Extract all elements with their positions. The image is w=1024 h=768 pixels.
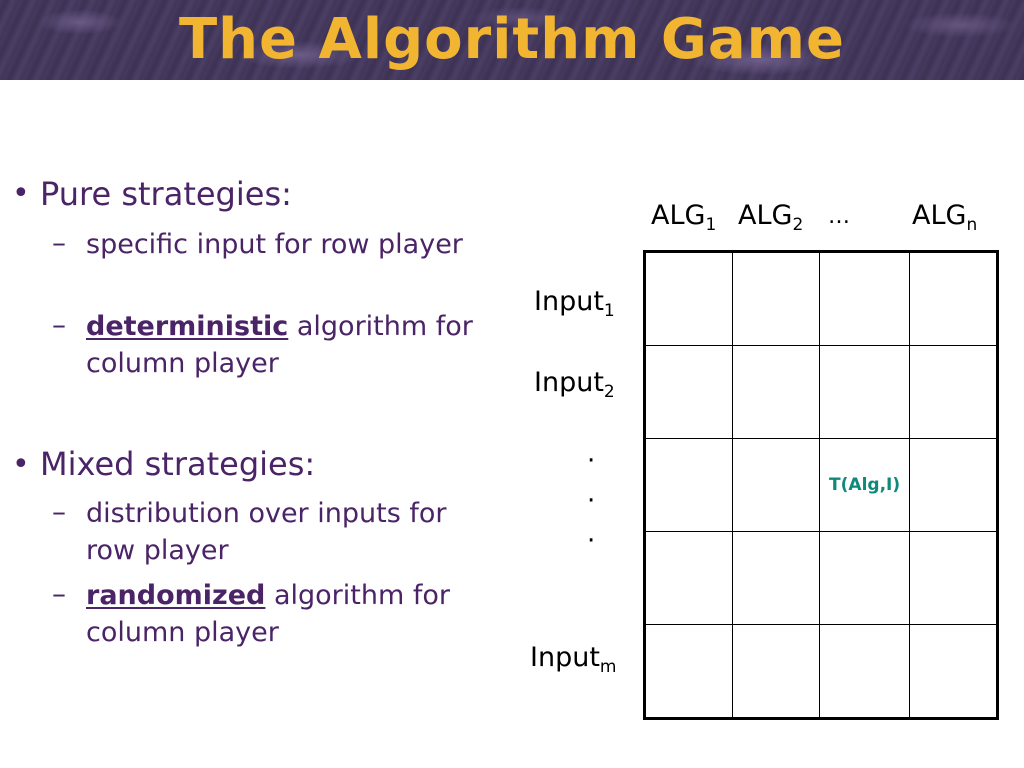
row-header-inputm: Inputm bbox=[530, 642, 616, 676]
matrix-cell bbox=[732, 251, 821, 346]
matrix-cell bbox=[819, 345, 910, 439]
row-header-sub: 1 bbox=[603, 301, 615, 321]
vertical-dot: · bbox=[587, 486, 596, 516]
table-row: T(Alg,I) bbox=[643, 438, 999, 532]
pure-strategies-heading: Pure strategies: bbox=[40, 175, 292, 213]
column-header-base: ALG bbox=[912, 200, 967, 231]
vertical-dot: · bbox=[587, 446, 596, 476]
table-row bbox=[643, 345, 999, 439]
column-header-alg1: ALG1 bbox=[651, 200, 716, 234]
matrix-cell bbox=[732, 438, 821, 532]
column-header-ellipsis: … bbox=[828, 204, 850, 229]
matrix-cell bbox=[732, 624, 821, 719]
column-header-alg2: ALG2 bbox=[738, 200, 803, 234]
item-bold: deterministic bbox=[86, 311, 289, 342]
column-header-sub: 1 bbox=[705, 215, 717, 235]
column-header-algn: ALGn bbox=[912, 200, 977, 234]
row-header-sub: 2 bbox=[603, 382, 615, 402]
dash-icon: – bbox=[52, 226, 66, 259]
matrix-cell bbox=[732, 345, 821, 439]
matrix-table: T(Alg,I) bbox=[643, 250, 999, 720]
table-row bbox=[643, 531, 999, 625]
row-header-base: Input bbox=[530, 642, 600, 673]
vertical-dot: · bbox=[587, 526, 596, 556]
matrix-cell bbox=[643, 438, 734, 532]
item-text: specific input for row player bbox=[86, 229, 463, 260]
bullet-icon: • bbox=[12, 447, 30, 482]
matrix-cell bbox=[643, 531, 734, 625]
column-header-sub: n bbox=[966, 215, 978, 235]
pure-column-item: deterministic algorithm for column playe… bbox=[86, 308, 476, 382]
matrix-cell bbox=[908, 438, 999, 532]
title-bar: The Algorithm Game bbox=[0, 0, 1024, 80]
table-row bbox=[643, 624, 999, 719]
matrix-cell bbox=[908, 251, 999, 346]
column-header-base: ALG bbox=[738, 200, 793, 231]
row-header-sub: m bbox=[599, 657, 617, 677]
table-row bbox=[643, 251, 999, 346]
mixed-strategies-heading: Mixed strategies: bbox=[40, 445, 316, 483]
dash-icon: – bbox=[52, 308, 66, 341]
slide-title: The Algorithm Game bbox=[178, 7, 846, 72]
column-header-base: ALG bbox=[651, 200, 706, 231]
matrix-cell bbox=[819, 251, 910, 346]
row-header-input1: Input1 bbox=[534, 286, 615, 320]
item-bold: randomized bbox=[86, 580, 266, 611]
payoff-matrix: T(Alg,I) bbox=[643, 250, 999, 720]
item-text: algorithm for column player bbox=[86, 580, 450, 648]
matrix-cell bbox=[908, 624, 999, 719]
cost-label: T(Alg,I) bbox=[829, 475, 901, 495]
matrix-cell bbox=[819, 624, 910, 719]
matrix-cell bbox=[908, 531, 999, 625]
pure-row-item: specific input for row player bbox=[86, 226, 476, 263]
row-header-base: Input bbox=[534, 286, 604, 317]
matrix-cell bbox=[908, 345, 999, 439]
row-header-input2: Input2 bbox=[534, 367, 615, 401]
matrix-cell bbox=[643, 624, 734, 719]
dash-icon: – bbox=[52, 495, 66, 528]
dash-icon: – bbox=[52, 577, 66, 610]
bullet-icon: • bbox=[12, 176, 30, 211]
matrix-cell bbox=[732, 531, 821, 625]
item-text: algorithm for column player bbox=[86, 311, 473, 379]
matrix-cell bbox=[819, 531, 910, 625]
mixed-column-item: randomized algorithm for column player bbox=[86, 577, 476, 651]
matrix-cell-cost: T(Alg,I) bbox=[819, 438, 910, 532]
matrix-cell bbox=[643, 251, 734, 346]
mixed-row-item: distribution over inputs for row player bbox=[86, 495, 476, 569]
matrix-cell bbox=[643, 345, 734, 439]
column-header-sub: 2 bbox=[792, 215, 804, 235]
row-header-base: Input bbox=[534, 367, 604, 398]
item-text: distribution over inputs for row player bbox=[86, 498, 447, 566]
column-header-base: … bbox=[828, 204, 850, 229]
